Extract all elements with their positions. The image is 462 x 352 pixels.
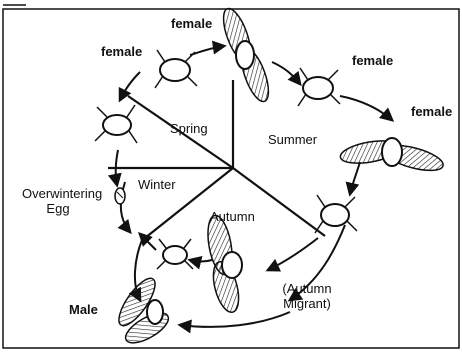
aphid-icon — [298, 68, 340, 106]
winged-aphid-icon — [339, 137, 446, 175]
sector-label-spring: Spring — [170, 121, 208, 136]
winged-aphid-icon — [218, 5, 274, 104]
aphid-icon — [155, 50, 197, 88]
aphid-icon — [95, 105, 137, 143]
label-autumn-migrant: (Autumn Migrant) — [276, 281, 338, 311]
label-autumn-migrant-line1: (Autumn — [276, 281, 338, 296]
label-female-right-top: female — [352, 53, 393, 68]
egg-icon — [115, 188, 125, 204]
label-male: Male — [69, 302, 98, 317]
label-autumn-migrant-line2: Migrant) — [276, 296, 338, 311]
sector-label-autumn: Autumn — [210, 209, 255, 224]
label-egg: Egg — [22, 201, 94, 216]
label-female-upper-left: female — [101, 44, 142, 59]
sector-label-summer: Summer — [268, 132, 317, 147]
label-female-right: female — [411, 104, 452, 119]
label-overwintering-egg: Overwintering Egg — [22, 186, 94, 216]
sector-label-winter: Winter — [138, 177, 176, 192]
winged-aphid-icon — [113, 273, 173, 348]
label-overwintering: Overwintering — [22, 186, 94, 201]
label-female-top: female — [171, 16, 212, 31]
winged-aphid-icon — [204, 214, 243, 315]
aphid-icon — [157, 239, 193, 269]
aphid-icon — [315, 195, 357, 233]
